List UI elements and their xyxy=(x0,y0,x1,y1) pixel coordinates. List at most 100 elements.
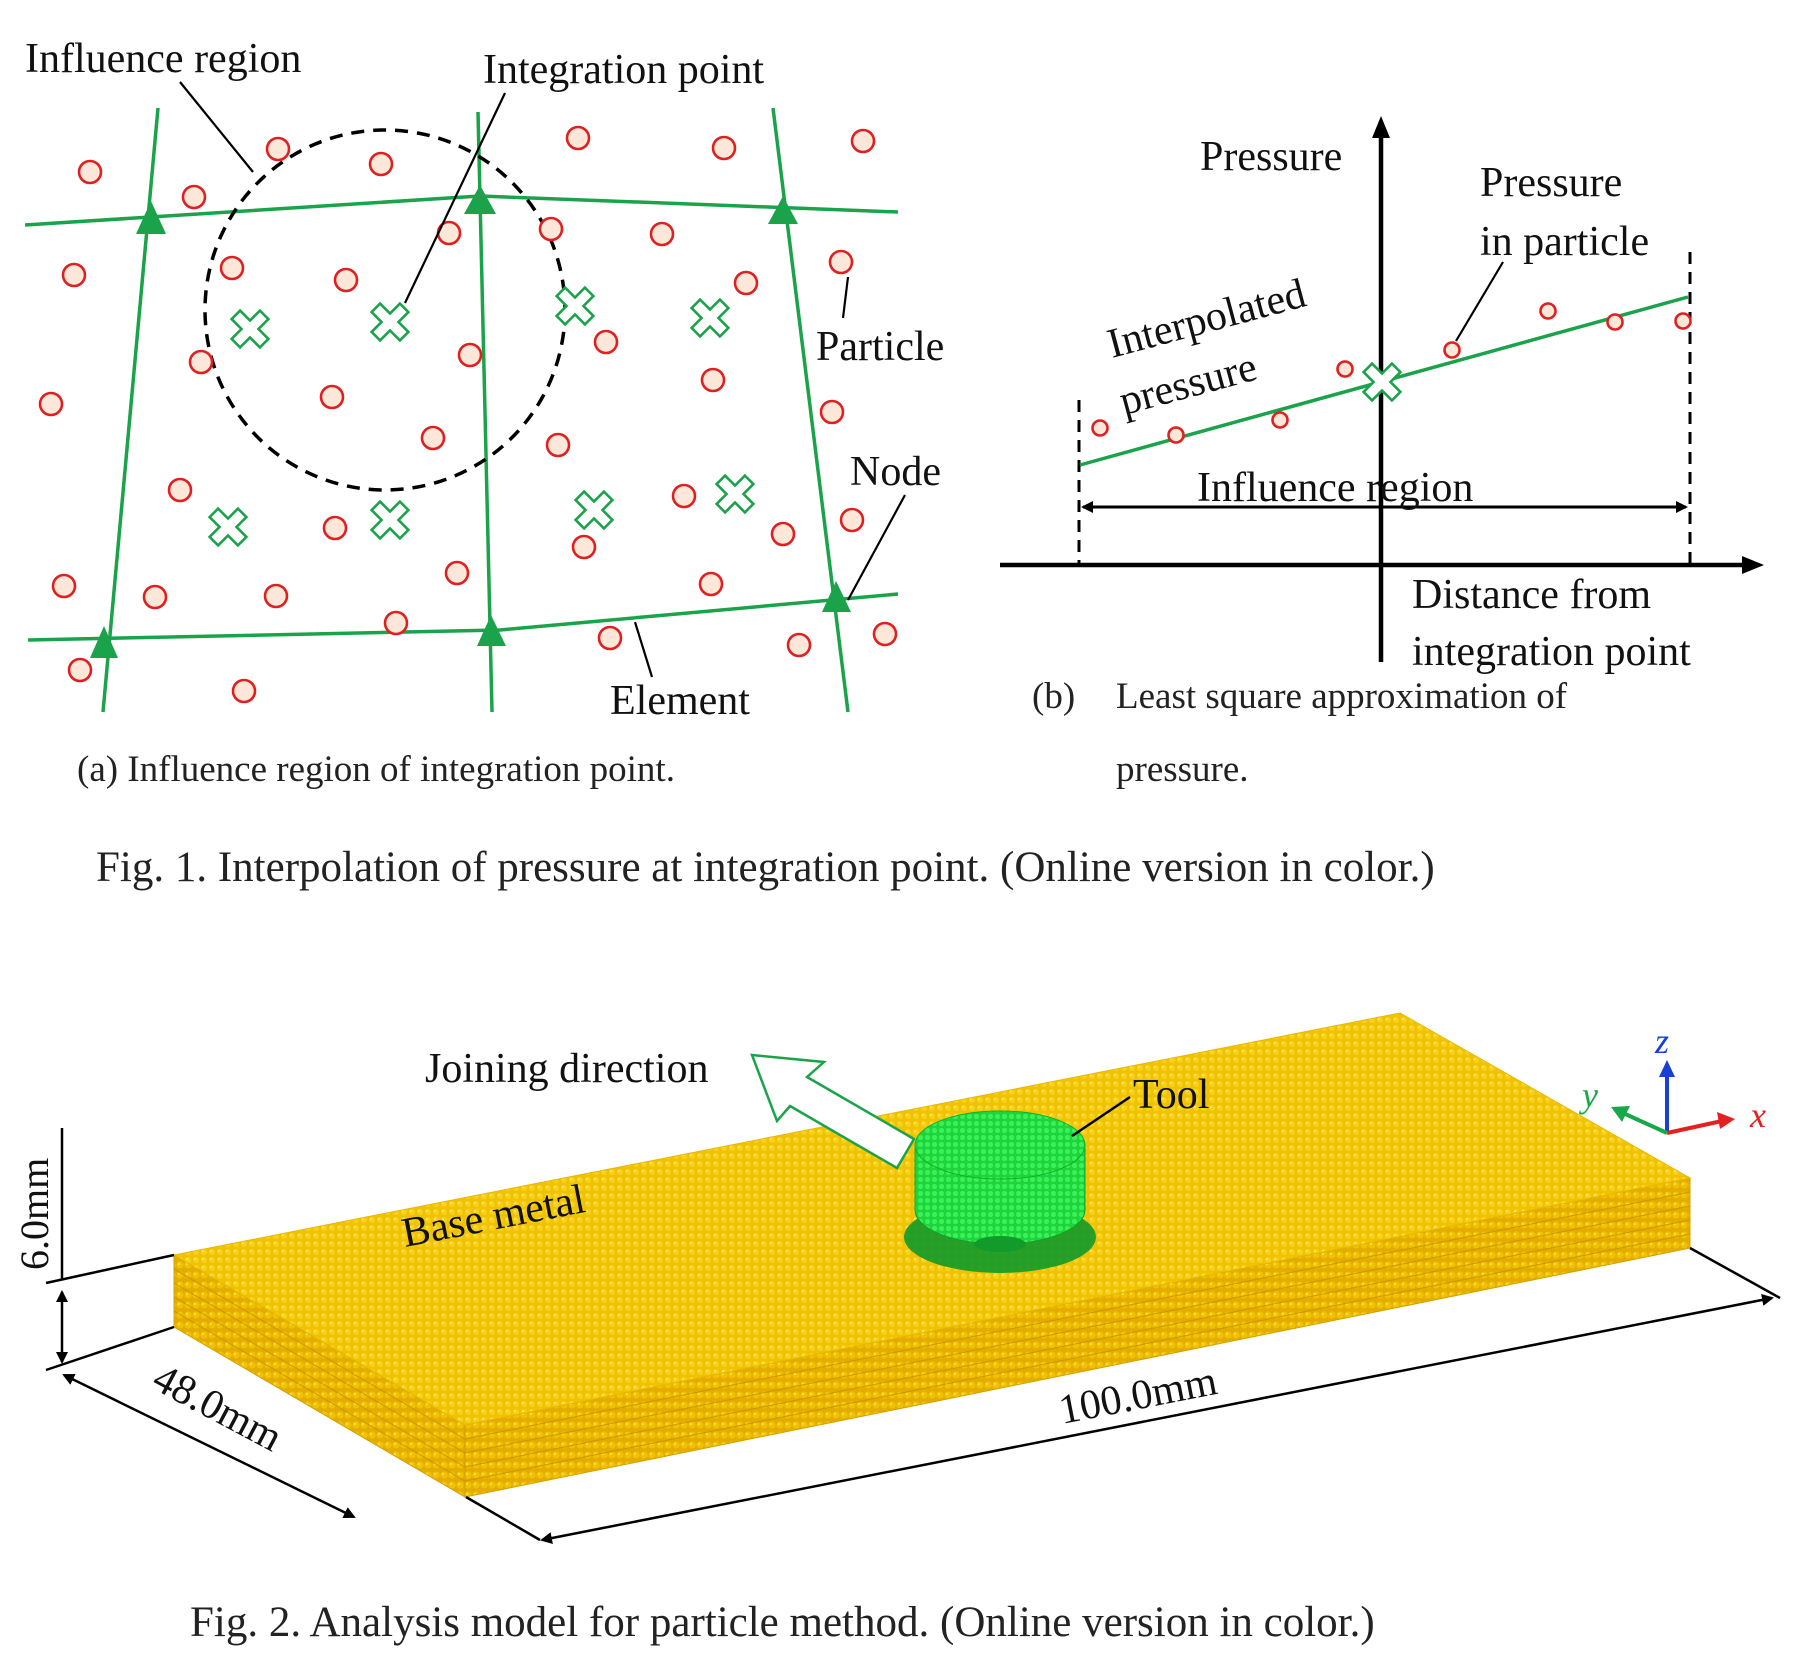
dimension-width-arrow xyxy=(62,1373,356,1519)
caption-panel-a: (a) Influence region of integration poin… xyxy=(77,749,675,790)
pressure-particles xyxy=(1091,302,1692,444)
label-distance-1: Distance from xyxy=(1412,572,1651,618)
integration-point-marker xyxy=(369,301,411,343)
node-marker xyxy=(136,201,166,234)
label-particle: Particle xyxy=(816,324,944,370)
particle xyxy=(770,521,796,547)
particle xyxy=(565,125,591,151)
integration-point-marker xyxy=(207,506,249,548)
particle xyxy=(711,135,737,161)
label-node: Node xyxy=(850,449,941,495)
particle xyxy=(700,367,726,393)
particle xyxy=(188,349,214,375)
fig1-panel-a: Influence region Integration point Parti… xyxy=(24,36,944,790)
particle xyxy=(61,262,87,288)
axis-x-arrowhead xyxy=(1717,1112,1735,1129)
particle xyxy=(786,632,812,658)
dimension-length-arrow xyxy=(540,1294,1774,1544)
node-marker xyxy=(464,185,496,214)
particle xyxy=(263,583,289,609)
label-distance-2: integration point xyxy=(1412,629,1691,675)
label-pressure-axis: Pressure xyxy=(1200,134,1342,180)
particle xyxy=(593,329,619,355)
axis-y-line xyxy=(1622,1111,1668,1135)
leader-line xyxy=(1455,261,1504,342)
axis-z-label: z xyxy=(1654,1021,1669,1061)
particle xyxy=(828,249,854,275)
joining-direction-arrow xyxy=(750,1053,916,1170)
integration-point-marker xyxy=(369,499,411,541)
particle xyxy=(51,573,77,599)
integration-point-marker xyxy=(229,308,271,350)
particle xyxy=(231,678,257,704)
particle xyxy=(444,560,470,586)
particle xyxy=(698,571,724,597)
particle xyxy=(322,515,348,541)
particle xyxy=(649,221,675,247)
leader-lines xyxy=(179,81,906,678)
particle xyxy=(219,255,245,281)
particle xyxy=(571,534,597,560)
tool-leader-line xyxy=(1071,1095,1131,1138)
node-markers xyxy=(90,185,851,658)
particle xyxy=(167,477,193,503)
label-influence-region: Influence region xyxy=(25,36,301,82)
node-marker xyxy=(90,626,118,658)
caption-panel-b-line1: Least square approximation of xyxy=(1116,676,1568,717)
integration-point-marker xyxy=(573,489,615,531)
tool-pin xyxy=(974,1236,1026,1252)
axis-y-label: y xyxy=(1579,1075,1598,1115)
fig2-caption: Fig. 2. Analysis model for particle meth… xyxy=(190,1599,1375,1646)
label-influence-region-b: Influence region xyxy=(1197,465,1473,511)
particle xyxy=(420,425,446,451)
particle xyxy=(1271,411,1289,429)
particle xyxy=(839,507,865,533)
label-joining-direction: Joining direction xyxy=(425,1046,708,1092)
axis-z-arrowhead xyxy=(1659,1060,1675,1077)
particle xyxy=(538,216,564,242)
integration-point-marker xyxy=(689,297,731,339)
label-pressure-in-particle-2: in particle xyxy=(1480,219,1649,265)
particle xyxy=(850,128,876,154)
fig2-model: x y z Joining direction Tool Base metal … xyxy=(12,1012,1781,1544)
particle xyxy=(1167,426,1185,444)
node-marker xyxy=(822,581,851,612)
particle xyxy=(671,483,697,509)
particle xyxy=(333,267,359,293)
fig1-panel-b: Pressure Pressure in particle Interpolat… xyxy=(1000,116,1764,790)
particle xyxy=(872,621,898,647)
integration-point-marker xyxy=(714,473,756,515)
axis-x-label: x xyxy=(1749,1095,1766,1135)
particle xyxy=(1443,341,1461,359)
particle xyxy=(545,432,571,458)
particle xyxy=(319,384,345,410)
coordinate-axes: x y z xyxy=(1579,1021,1766,1135)
fig1-caption: Fig. 1. Interpolation of pressure at int… xyxy=(96,844,1435,891)
caption-panel-b-line2: pressure. xyxy=(1116,749,1249,790)
node-marker xyxy=(477,615,506,646)
tool-top-face xyxy=(914,1110,1086,1180)
particles xyxy=(38,125,898,704)
element-mesh xyxy=(24,107,899,713)
label-pressure-in-particle-1: Pressure xyxy=(1480,160,1622,206)
axis-x-line xyxy=(1666,1119,1723,1135)
particle xyxy=(1606,313,1624,331)
particle xyxy=(1336,360,1354,378)
particle xyxy=(67,657,93,683)
label-tool: Tool xyxy=(1133,1072,1209,1118)
particle xyxy=(265,136,291,162)
particle xyxy=(77,159,103,185)
particle xyxy=(1674,312,1692,330)
integration-point-marker xyxy=(1361,361,1403,403)
caption-panel-b-prefix: (b) xyxy=(1032,676,1075,717)
particle xyxy=(181,184,207,210)
particle xyxy=(383,610,409,636)
label-interpolated: Interpolated xyxy=(1103,271,1311,368)
integration-points xyxy=(207,285,756,548)
distance-axis-arrowhead xyxy=(1742,556,1764,574)
particle xyxy=(1539,302,1557,320)
node-marker xyxy=(768,196,798,224)
integration-point-marker xyxy=(554,285,596,327)
particle xyxy=(142,584,168,610)
